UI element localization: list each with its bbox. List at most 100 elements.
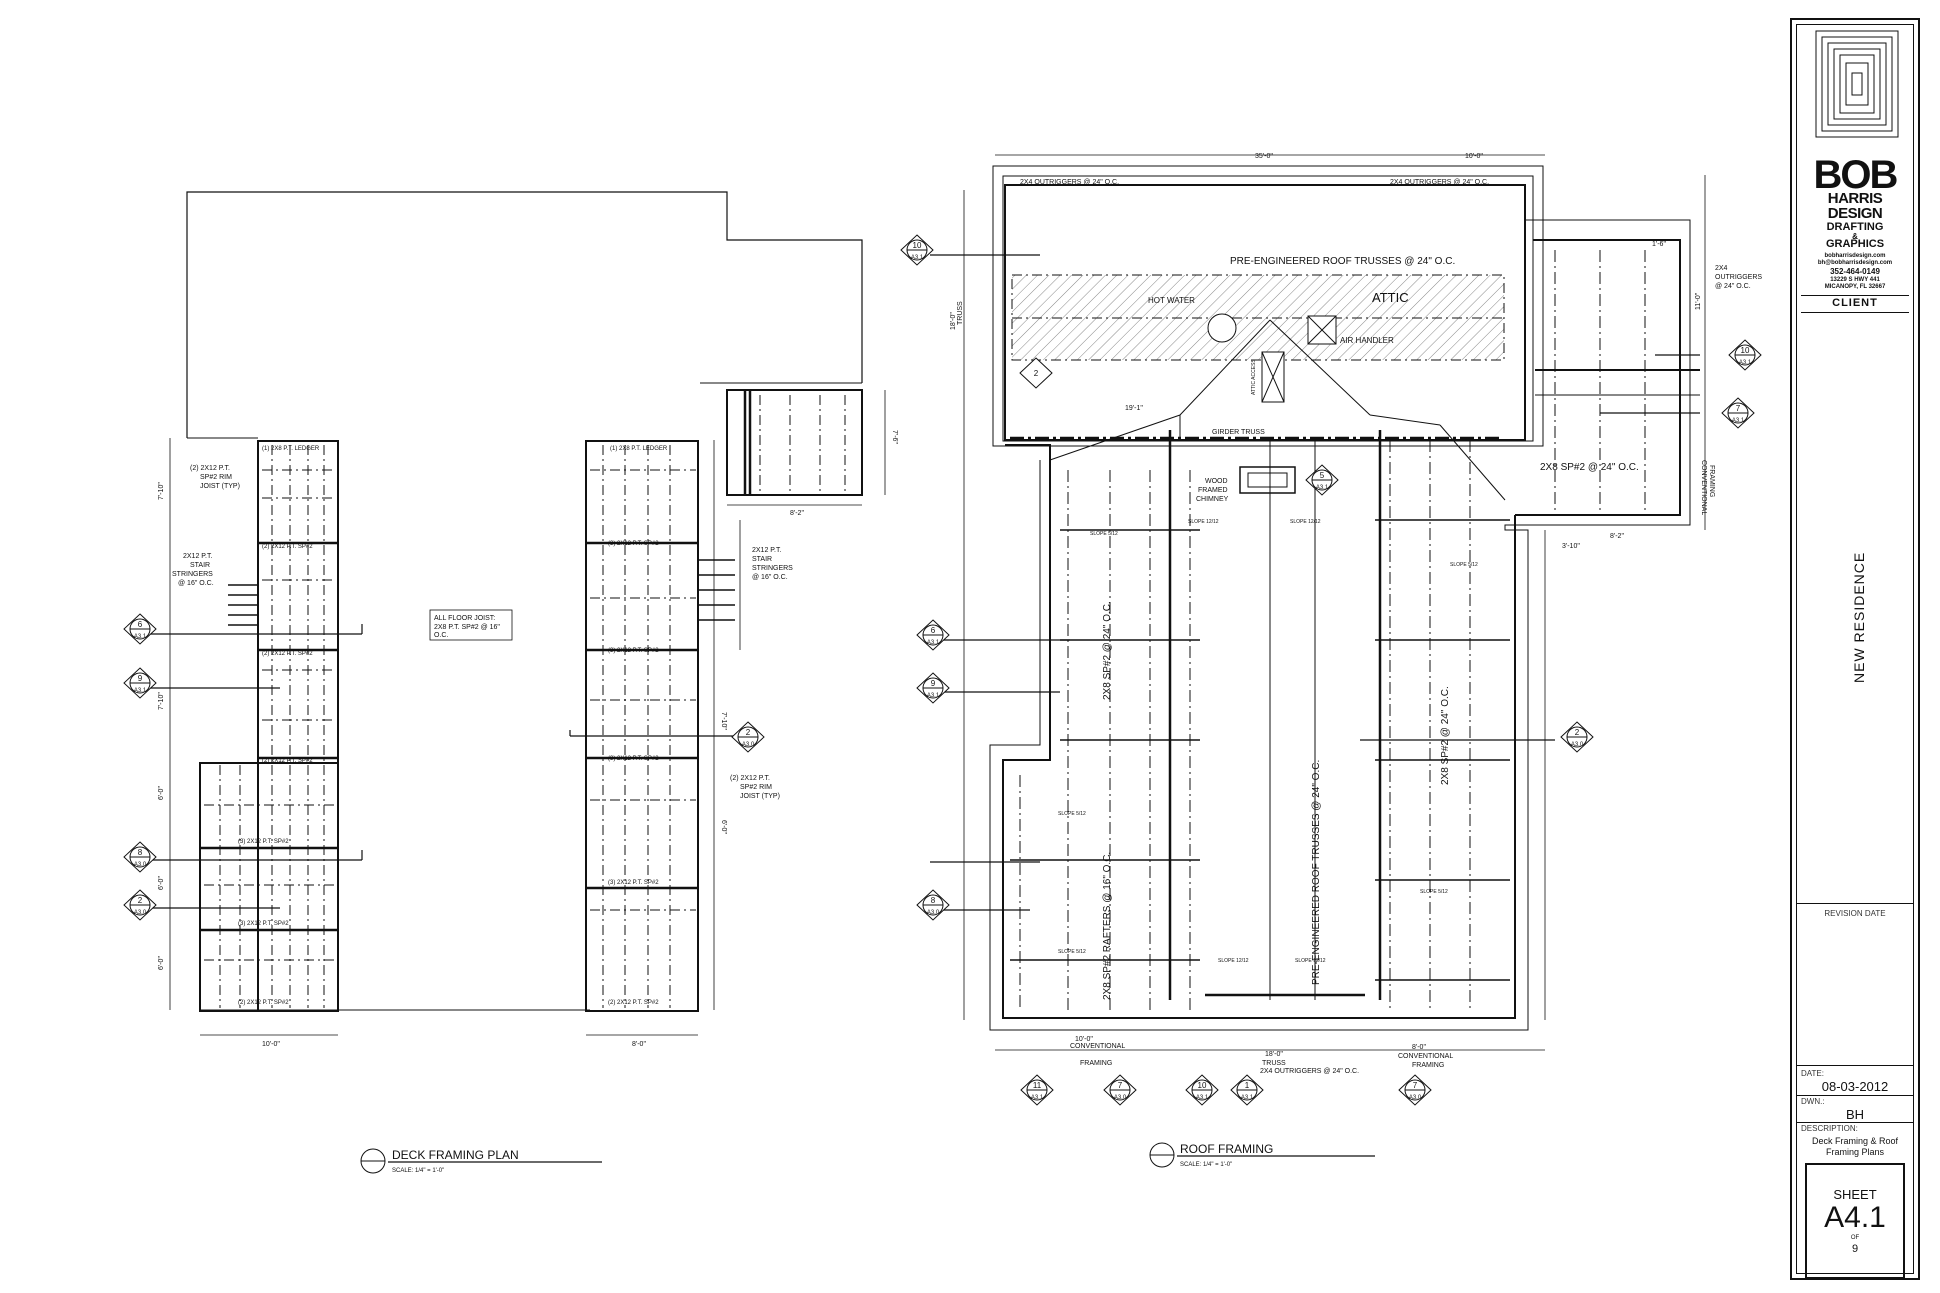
tag-num: 9 <box>931 679 936 688</box>
label-conventional-left: CONVENTIONAL <box>1070 1043 1125 1050</box>
label-girder-truss: GIRDER TRUSS <box>1212 429 1265 436</box>
note-all-floor-joist-3: O.C. <box>434 632 448 639</box>
note-all-floor-joist: ALL FLOOR JOIST: <box>434 615 495 622</box>
note-beam-1: (2) 2X12 P.T. SP#2 <box>262 544 313 550</box>
tag-sheet: A3.0 <box>1571 742 1584 748</box>
label-framing-wing: FRAMING <box>1708 465 1715 497</box>
section-tag <box>1019 357 1053 389</box>
section-tag <box>916 619 950 651</box>
tag-sheet: A3.0 <box>1409 1095 1422 1101</box>
tag-num: 8 <box>138 848 143 857</box>
right-deck <box>585 440 699 1012</box>
tag-num: 7 <box>1118 1081 1123 1090</box>
sheet-number: A4.1 <box>1824 1201 1886 1234</box>
dim-roof-right: 11'-0" <box>1695 292 1702 310</box>
hot-water-heater <box>1207 313 1237 343</box>
tag-sheet: A3.0 <box>134 910 147 916</box>
tag-num: 6 <box>138 620 143 629</box>
dim-deck-h2c: 6'-0" <box>158 956 165 970</box>
section-tag <box>916 889 950 921</box>
label-air-handler: AIR HANDLER <box>1340 336 1394 345</box>
deck-plan-title-text: DECK FRAMING PLAN <box>392 1148 519 1162</box>
left-deck-lower <box>199 762 339 1012</box>
divider <box>1797 903 1913 904</box>
label-slope12-4: SLOPE 12/12 <box>1295 958 1326 964</box>
note-stair-right: 2X12 P.T. <box>752 547 782 554</box>
section-tag <box>731 721 765 753</box>
revision-date-label: REVISION DATE <box>1824 909 1886 918</box>
note-beam-r5: (2) 2X12 P.T. SP#2 <box>608 1000 659 1006</box>
logo-icon <box>1815 30 1899 138</box>
tag-num: 10 <box>1741 346 1750 355</box>
tag-num: 5 <box>1320 471 1325 480</box>
label-rafters-16: 2X8 SP#2 RAFTERS @ 16" O.C. <box>1102 852 1113 1000</box>
section-tag <box>123 667 157 699</box>
roof-plan-title: ROOF FRAMING SCALE: 1/4" = 1'-0" <box>1149 1142 1375 1168</box>
dim-deck-w1: 10'-0" <box>262 1041 280 1048</box>
deck-section-tag-labels: 6 A3.1 9 A3.1 2 A3.0 8 A3.0 2 A3.0 <box>134 620 755 916</box>
roof-dimensions: 35'-0" 10'-0" 10'-0" 18'-0" 8'-0" 18'-0"… <box>950 153 1702 1058</box>
dim-roof-small: 3'-10" <box>1562 543 1580 550</box>
dim-roof-attic: 19'-1" <box>1125 405 1143 412</box>
section-tag <box>1560 721 1594 753</box>
label-framing-left: FRAMING <box>1080 1060 1112 1067</box>
note-rim-joist: (2) 2X12 P.T. <box>190 465 230 472</box>
tag-sheet: A3.1 <box>911 255 924 261</box>
tag-sheet: A3.0 <box>1114 1095 1127 1101</box>
dim-roof-bottom-left: 10'-0" <box>1075 1036 1093 1043</box>
roof-section-tags <box>900 234 1762 1106</box>
note-stair-2: STAIR <box>190 562 210 569</box>
deck-dimensions: 10'-0" 8'-0" 8'-2" 7'-10" 7'-10" 6'-0" 6… <box>158 430 898 1048</box>
dim-roof-left-truss: TRUSS <box>957 301 964 325</box>
drawing-canvas: (2) 2X12 P.T. SP#2 RIM JOIST (TYP) 2X12 … <box>123 153 1762 1174</box>
divider <box>1797 1122 1913 1123</box>
note-ledger-left: (1) 2X8 P.T. LEDGER <box>262 446 320 452</box>
label-roof-trusses-top: PRE-ENGINEERED ROOF TRUSSES @ 24" O.C. <box>1230 256 1455 267</box>
dim-deck-h3: 7'-6" <box>891 430 898 444</box>
brand-name-bob: BOB <box>1813 153 1899 197</box>
brand-drafting: DRAFTING <box>1826 221 1884 233</box>
note-beam-3: (2) 2X12 P.T. SP#2 <box>262 758 313 764</box>
label-slope-1: SLOPE 5/12 <box>1090 531 1118 537</box>
tag-sheet: A3.1 <box>1739 360 1752 366</box>
brand-name-design: DESIGN <box>1827 205 1883 222</box>
label-rafters-24-right: 2X8 SP#2 @ 24" O.C. <box>1440 686 1451 785</box>
brand-email: bh@bobharrisdesign.com <box>1817 260 1893 266</box>
tag-sheet: A3.1 <box>134 688 147 694</box>
description-line-2: Framing Plans <box>1825 1147 1885 1157</box>
tag-sheet: A3.1 <box>1732 418 1745 424</box>
section-tag <box>1728 339 1762 371</box>
tag-num: 6 <box>931 626 936 635</box>
note-beam-5: (3) 2X12 P.T. SP#2 <box>238 921 289 927</box>
label-attic-access: ATTIC ACCESS <box>1251 359 1257 395</box>
tag-sheet: A3.1 <box>1196 1095 1209 1101</box>
note-stair-3: STRINGERS <box>172 571 213 578</box>
label-wood-chimney: WOOD <box>1205 478 1228 485</box>
tag-num: 2 <box>138 896 143 905</box>
note-beam-r1: (3) 2X12 P.T. SP#2 <box>608 541 659 547</box>
brand-address-2: MICANOPY, FL 32667 <box>1824 284 1886 290</box>
tag-sheet: A3.0 <box>742 742 755 748</box>
dim-deck-h1: 7'-10" <box>158 482 165 500</box>
wood-framed-chimney <box>1239 466 1296 494</box>
brand-address-1: 13229 S HWY 441 <box>1830 277 1880 283</box>
tag-num: 2 <box>1575 728 1580 737</box>
section-tag <box>900 234 934 266</box>
attic-access <box>1261 351 1285 403</box>
section-tag <box>123 889 157 921</box>
dim-roof-bottom-mid: 18'-0" <box>1265 1051 1283 1058</box>
tag-sheet: A3.1 <box>1316 485 1329 491</box>
roof-plan-scale: SCALE: 1/4" = 1'-0" <box>1180 1162 1232 1168</box>
roof-labels: PRE-ENGINEERED ROOF TRUSSES @ 24" O.C. A… <box>1020 179 1762 1075</box>
brand-website: bobharrisdesign.com <box>1824 253 1886 259</box>
dim-deck-w3: 8'-2" <box>790 510 804 517</box>
note-beam-r3: (3) 2X12 P.T. SP#2 <box>608 756 659 762</box>
sheet-number-box: SHEET A4.1 OF 9 <box>1805 1163 1905 1279</box>
divider <box>1797 1095 1913 1096</box>
label-conventional-right: CONVENTIONAL <box>1398 1053 1453 1060</box>
description-line-1: Deck Framing & Roof <box>1811 1136 1899 1146</box>
small-deck <box>726 389 863 496</box>
section-tag <box>123 613 157 645</box>
dim-roof-top-right: 10'-0" <box>1465 153 1483 160</box>
